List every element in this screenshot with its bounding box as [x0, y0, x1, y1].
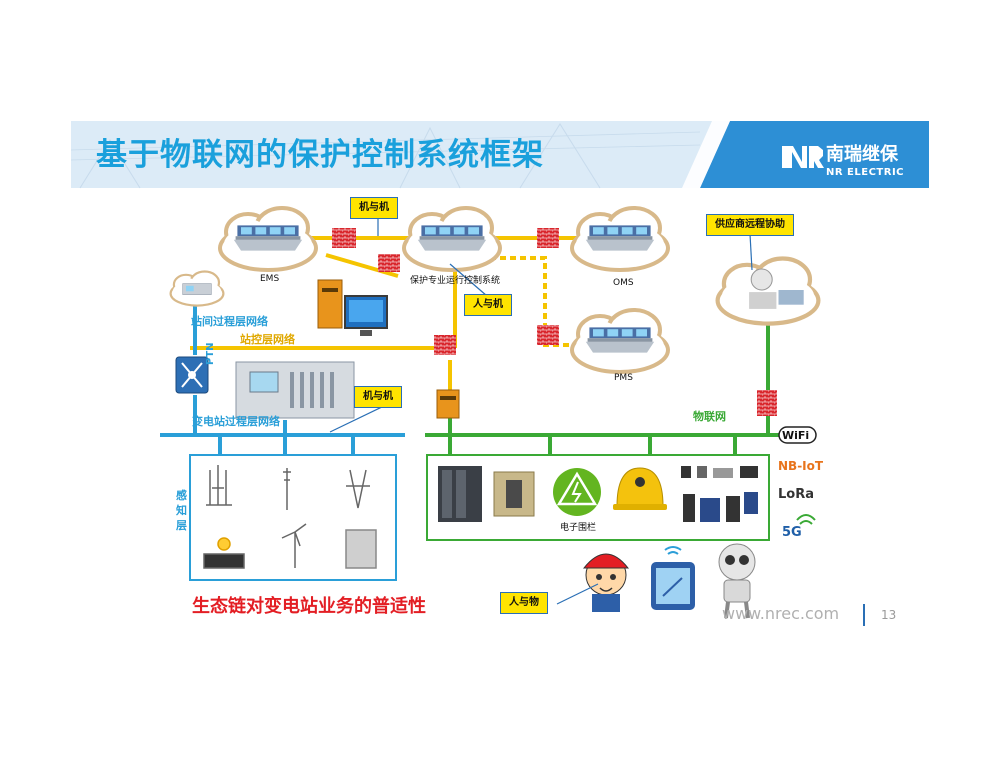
- process-network-lines: [160, 305, 405, 455]
- node-center-label: 保护专业运行控制系统: [410, 276, 501, 286]
- protection-device-icon: [235, 361, 355, 419]
- network-station-control-label: 站控层网络: [240, 333, 295, 346]
- node-ems-label: EMS: [260, 274, 280, 284]
- center-cloud: [402, 206, 502, 272]
- tag-h2o: 人与物: [500, 592, 548, 614]
- 5g-label: 5G: [782, 525, 802, 540]
- pms-cloud: [570, 308, 670, 374]
- tag-m2m-top: 机与机: [350, 197, 398, 219]
- node-pms-label: PMS: [614, 373, 633, 383]
- bay-device-cloud: [169, 270, 225, 307]
- logo-text-en: NR ELECTRIC: [826, 167, 905, 178]
- page-title: 基于物联网的保护控制系统框架: [96, 137, 544, 173]
- ptn-label: PTN: [205, 342, 216, 365]
- iot-device-icons: [438, 466, 758, 522]
- workstation-icon: [317, 279, 388, 336]
- 5g-signal-icon: [796, 514, 816, 525]
- oms-cloud: [570, 206, 670, 272]
- footer-url: www.nrec.com: [722, 604, 840, 623]
- wifi-icon: [778, 426, 817, 444]
- tag-supplier-remote: 供应商远程协助: [706, 214, 794, 236]
- network-substation-process-label: 变电站过程层网络: [192, 415, 280, 428]
- lora-label: LoRa: [778, 487, 814, 502]
- footer-statement: 生态链对变电站业务的普适性: [192, 596, 426, 617]
- sensor-icons: [203, 465, 377, 569]
- page-number: 13: [881, 608, 897, 622]
- tag-h2m: 人与机: [464, 294, 512, 316]
- network-bay-process-label: 站间过程层网络: [191, 315, 268, 328]
- logo-text-cn: 南瑞继保: [826, 144, 898, 165]
- gateway-icon: [436, 389, 460, 419]
- tablet-icon: [651, 546, 695, 610]
- tag-m2m-mid: 机与机: [354, 386, 402, 408]
- robot-icon: [718, 543, 756, 619]
- ptn-router-icon: [175, 356, 209, 394]
- tag-connectors: [329, 213, 753, 605]
- node-oms-label: OMS: [613, 278, 634, 288]
- fence-label: 电子围栏: [560, 523, 597, 533]
- ems-cloud: [218, 206, 318, 272]
- nbiot-label: NB-IoT: [778, 459, 824, 473]
- nr-logo-icon: [782, 146, 824, 168]
- wifi-label: WiFi: [782, 429, 810, 442]
- firewall-icon: [332, 228, 777, 416]
- supplier-cloud: [718, 259, 819, 324]
- perception-layer-label: 感知层: [176, 489, 187, 532]
- network-iot-label: 物联网: [693, 410, 726, 423]
- worker-icon: [582, 553, 630, 612]
